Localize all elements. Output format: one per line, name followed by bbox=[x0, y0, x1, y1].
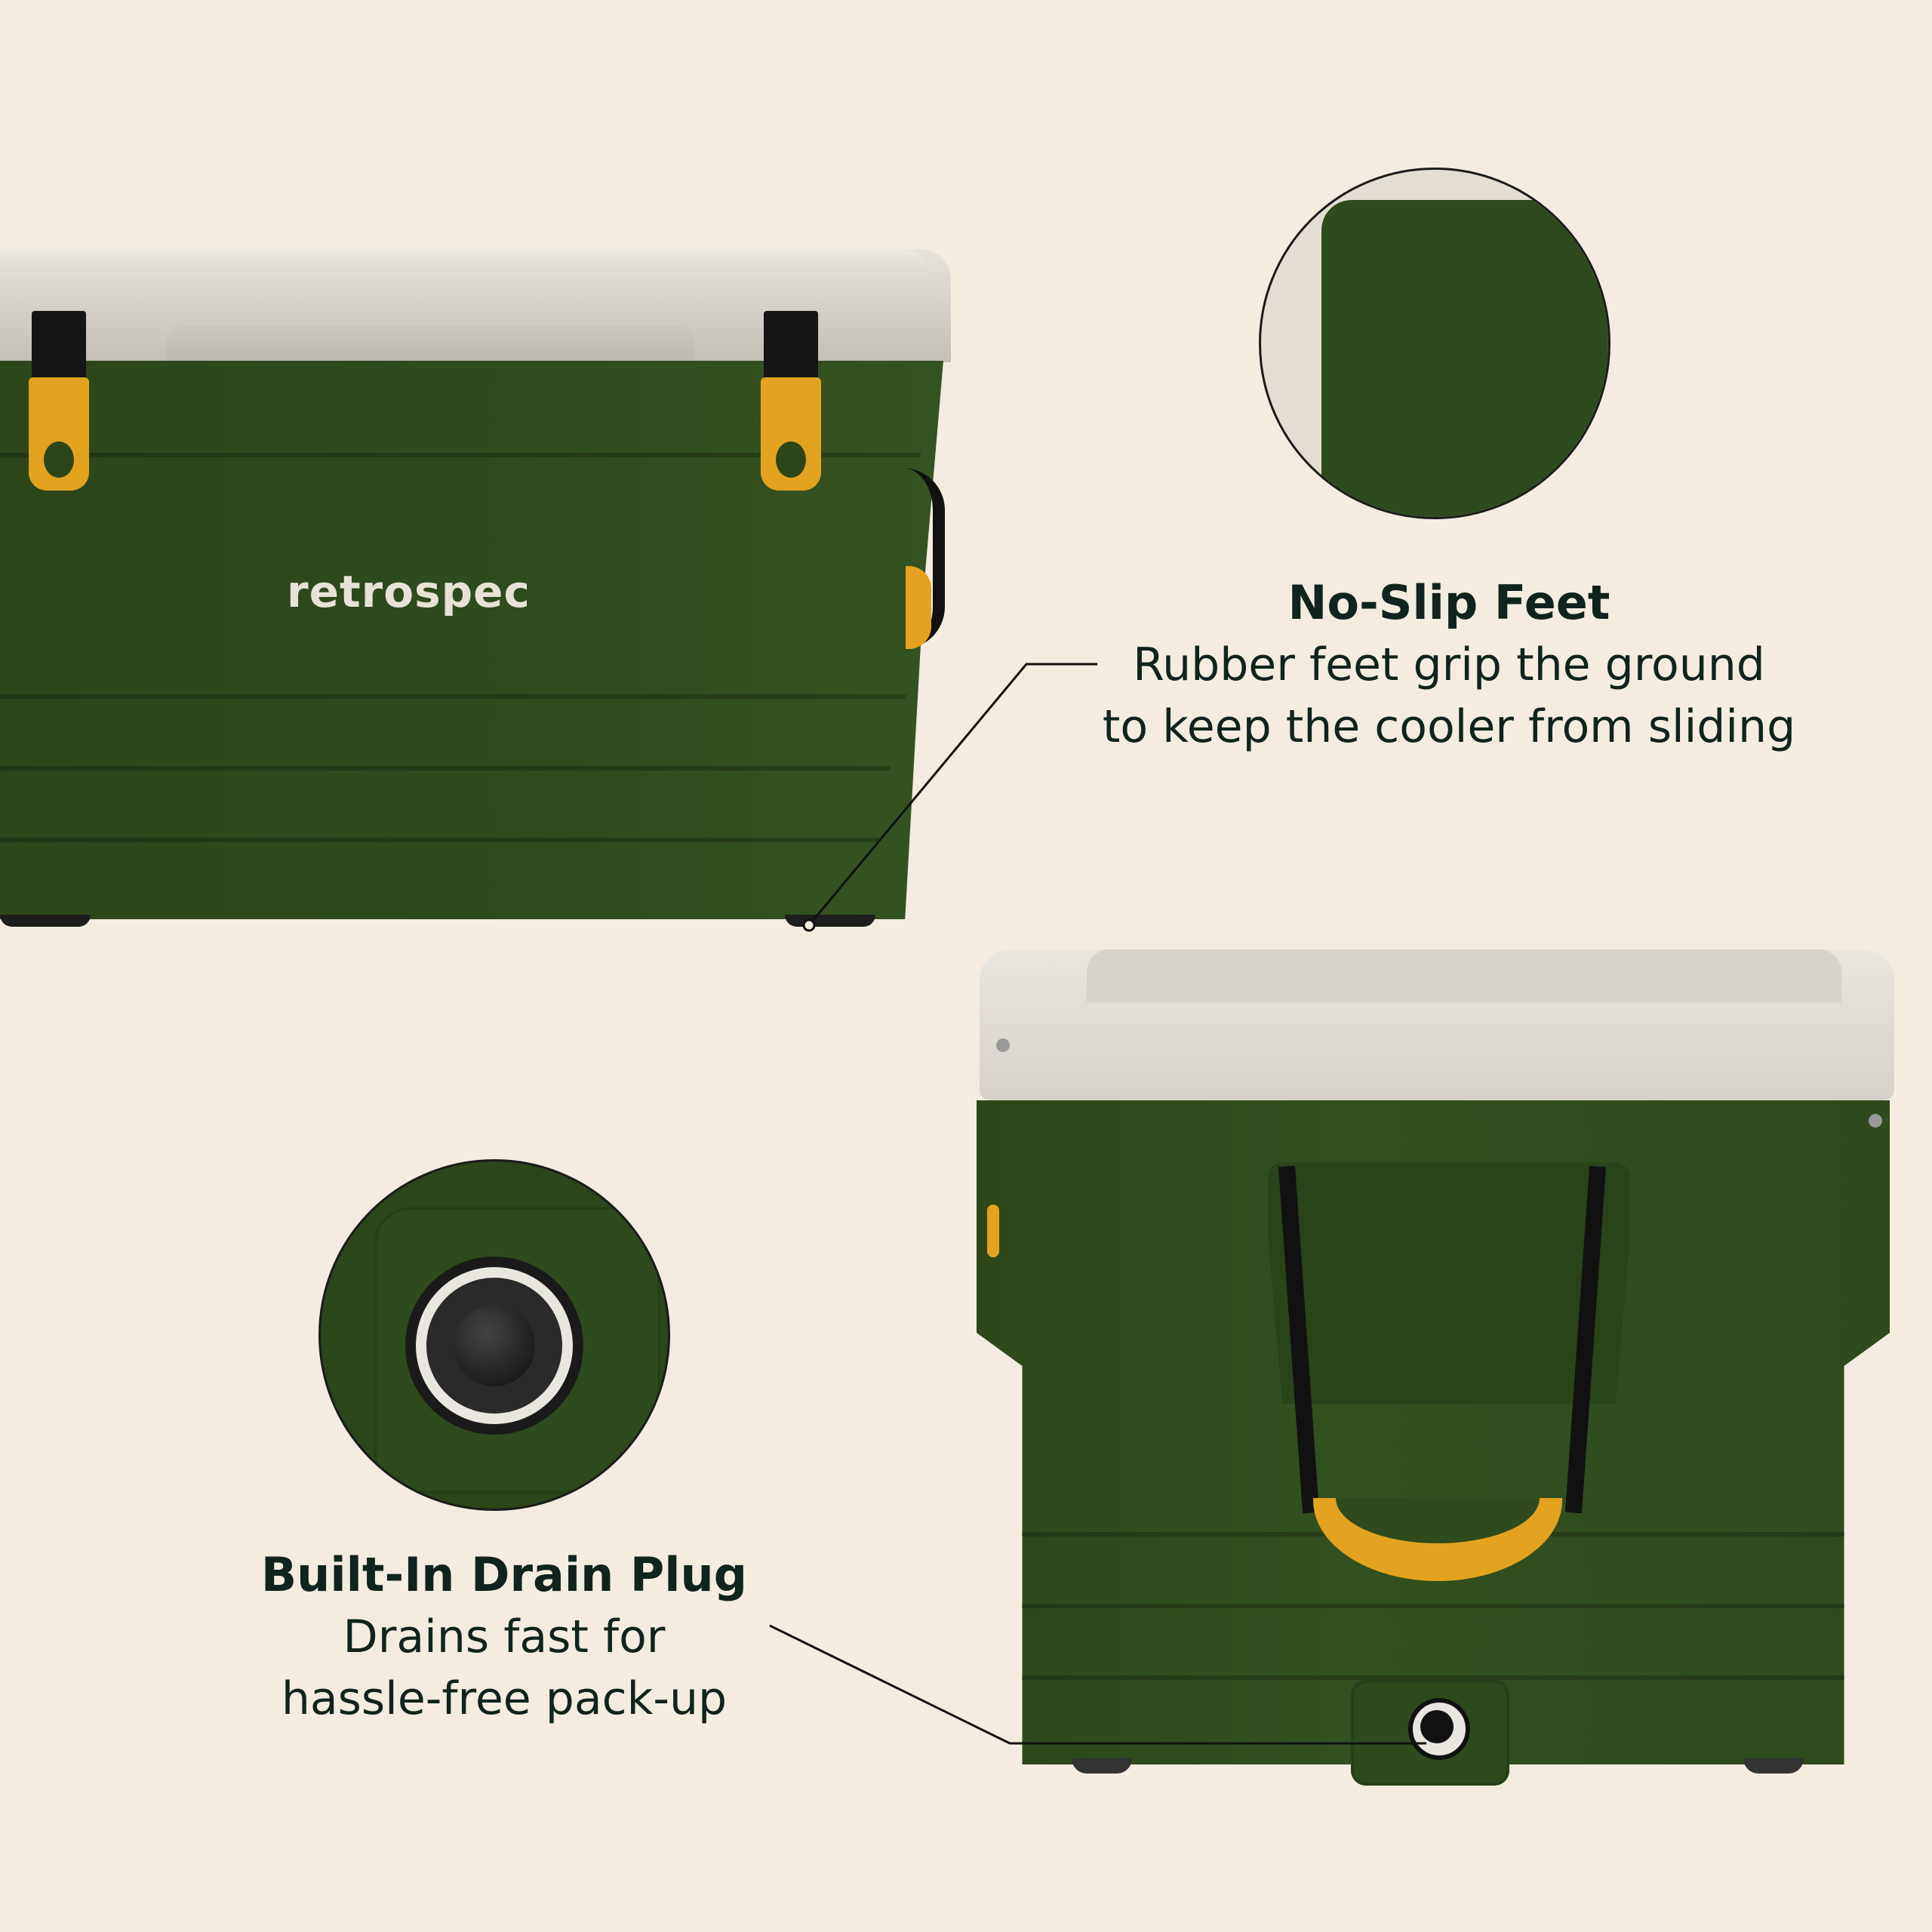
drain-plug-icon[interactable] bbox=[454, 1305, 535, 1386]
body-groove bbox=[0, 766, 891, 771]
body-groove bbox=[1022, 1675, 1844, 1680]
hinge-screw-icon bbox=[996, 1038, 1010, 1052]
drain-plug-closeup bbox=[318, 1159, 670, 1511]
body-groove bbox=[0, 838, 879, 842]
latch-hole bbox=[776, 441, 806, 478]
rubber-foot bbox=[785, 915, 875, 927]
side-handle-grip bbox=[906, 566, 931, 649]
desc-line: hassle-free pack-up bbox=[281, 1672, 728, 1725]
rubber-foot bbox=[1743, 1758, 1804, 1774]
desc-line: Drains fast for bbox=[343, 1611, 666, 1663]
drain-plug-cap-icon bbox=[1420, 1710, 1454, 1743]
cooler-lid-top bbox=[0, 249, 928, 279]
feature-title-no-slip-feet: No-Slip Feet bbox=[1287, 575, 1611, 630]
hinge-screw-icon bbox=[1869, 1114, 1882, 1128]
feature-desc-drain-plug: Drains fast for hassle-free pack-up bbox=[202, 1606, 806, 1730]
lid-handle-recess bbox=[166, 326, 694, 362]
brand-logo: retrospec bbox=[287, 566, 531, 617]
rubber-foot bbox=[1072, 1758, 1132, 1774]
cooler-lid-top bbox=[1087, 949, 1841, 1002]
side-rope-handle[interactable] bbox=[903, 468, 945, 649]
desc-line: to keep the cooler from sliding bbox=[1102, 700, 1796, 753]
rubber-foot bbox=[0, 915, 91, 927]
handle-recess bbox=[1268, 1162, 1630, 1404]
no-slip-feet-closeup bbox=[1259, 168, 1611, 519]
desc-line: Rubber feet grip the ground bbox=[1133, 638, 1765, 691]
body-groove bbox=[0, 694, 906, 699]
body-groove bbox=[1022, 1604, 1844, 1608]
cooler-corner bbox=[1321, 200, 1608, 517]
feature-desc-no-slip-feet: Rubber feet grip the ground to keep the … bbox=[1057, 634, 1841, 758]
body-groove bbox=[0, 453, 921, 457]
feature-title-drain-plug: Built-In Drain Plug bbox=[260, 1547, 748, 1602]
latch-hole bbox=[44, 441, 74, 478]
side-handle-grip bbox=[987, 1204, 999, 1257]
